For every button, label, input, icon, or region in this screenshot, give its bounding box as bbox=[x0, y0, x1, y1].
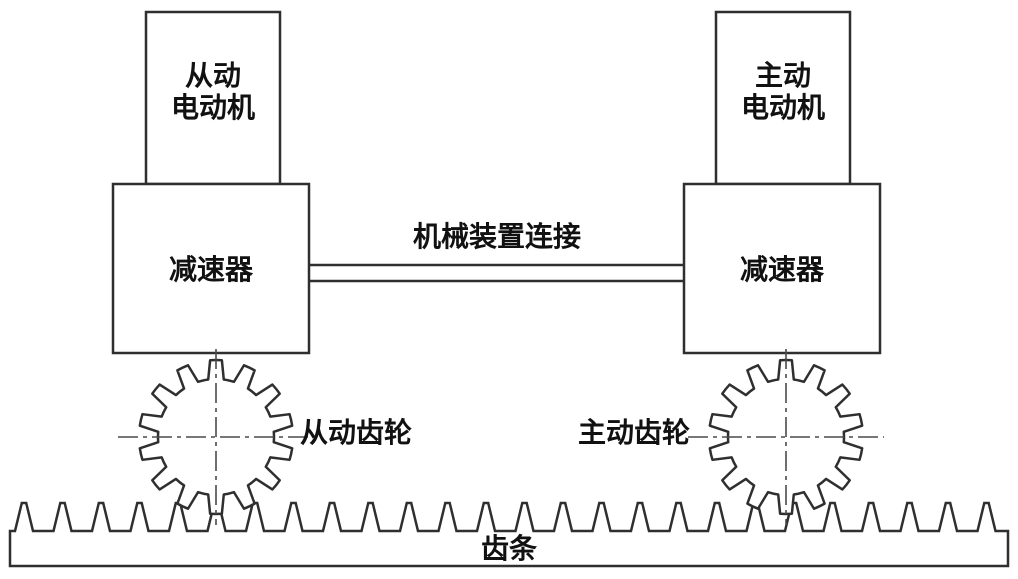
right-reducer: 减速器 bbox=[682, 182, 882, 355]
right-reducer-box bbox=[682, 182, 882, 355]
left-gear-label: 从动齿轮 bbox=[300, 417, 412, 448]
right-motor-box bbox=[714, 10, 852, 186]
left-reducer-label: 减速器 bbox=[169, 254, 254, 285]
right-motor-label-line2: 电动机 bbox=[741, 92, 825, 123]
right-gear-label: 主动齿轮 bbox=[578, 417, 690, 448]
left-reducer-box bbox=[111, 182, 311, 355]
left-motor-label-line1: 从动 bbox=[185, 60, 241, 91]
connection-label: 机械装置连接 bbox=[413, 221, 581, 252]
rack-label: 齿条 bbox=[481, 533, 537, 564]
left-reducer: 减速器 bbox=[111, 182, 311, 355]
left-motor-label-line2: 电动机 bbox=[171, 92, 255, 123]
left-gear: 从动齿轮 bbox=[118, 349, 412, 525]
left-motor-box bbox=[144, 10, 282, 186]
right-motor: 主动 电动机 bbox=[714, 10, 852, 186]
left-motor: 从动 电动机 bbox=[144, 10, 282, 186]
rack-shape bbox=[8, 501, 1010, 568]
right-reducer-label: 减速器 bbox=[740, 254, 825, 285]
right-motor-label-line1: 主动 bbox=[755, 60, 811, 91]
right-gear: 主动齿轮 bbox=[578, 349, 884, 525]
mechanical-connection: 机械装置连接 bbox=[309, 221, 684, 283]
